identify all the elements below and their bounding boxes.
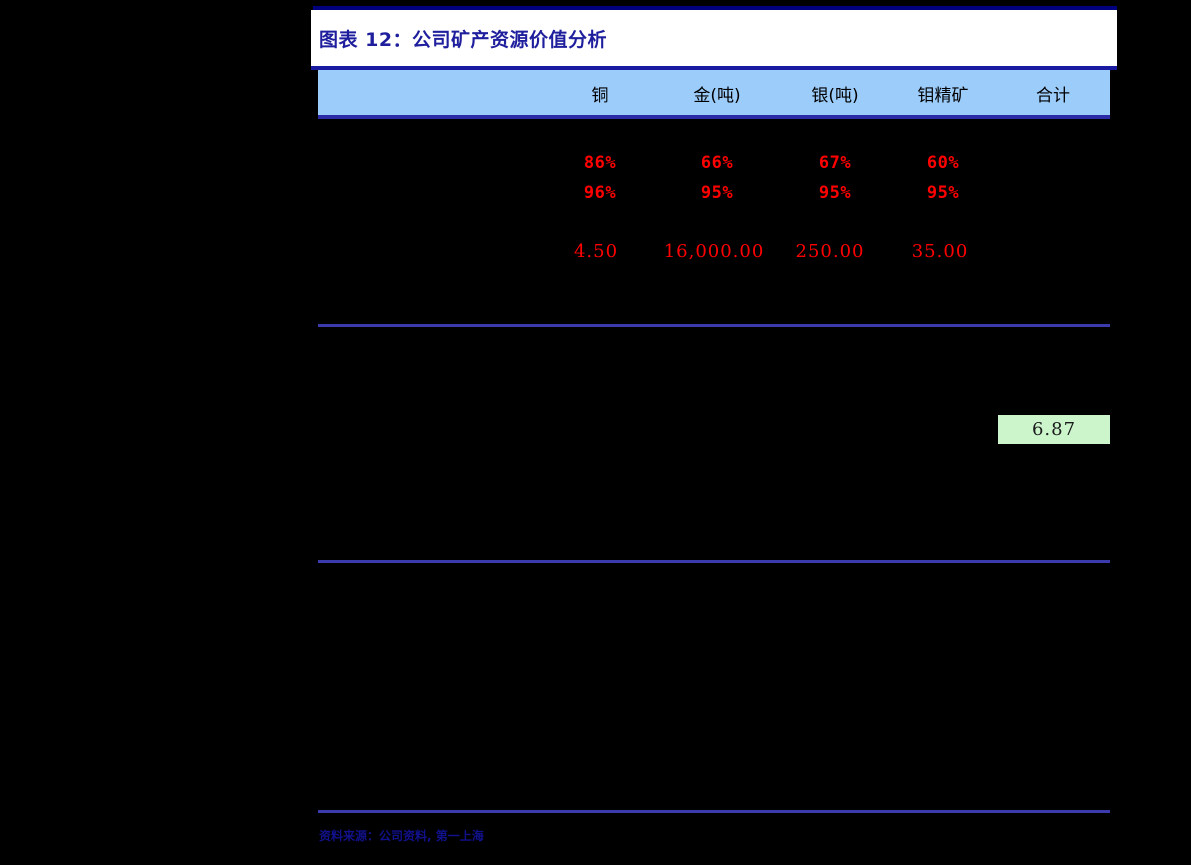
title-box: 图表 12：公司矿产资源价值分析: [311, 10, 1117, 66]
total-value-text: 6.87: [1031, 419, 1077, 440]
footer-rule: [318, 810, 1110, 813]
table-cell-r2-copper: 96%: [583, 183, 617, 203]
table-header-bottom-rule: [318, 115, 1110, 119]
table-cell-r2-silver: 95%: [818, 183, 852, 203]
exhibit-container: 图表 12：公司矿产资源价值分析 铜 金(吨) 银(吨) 钼精矿 合计 86% …: [311, 0, 1117, 865]
column-header-gold: 金(吨): [693, 86, 741, 106]
table-cell-r2-gold: 95%: [700, 183, 734, 203]
section-divider-upper: [318, 324, 1110, 327]
column-header-copper: 铜: [591, 86, 609, 106]
table-cell-r1-silver: 67%: [818, 153, 852, 173]
title-top-rule: [313, 6, 1117, 10]
table-header-band: [318, 70, 1110, 115]
table-cell-r2-molybdenum: 95%: [926, 183, 960, 203]
table-cell-r1-copper: 86%: [583, 153, 617, 173]
table-cell-r1-molybdenum: 60%: [926, 153, 960, 173]
table-cell-r3-molybdenum: 35.00: [911, 241, 969, 262]
column-header-molybdenum: 钼精矿: [917, 86, 969, 106]
column-header-total: 合计: [1036, 86, 1070, 106]
page-title: 图表 12：公司矿产资源价值分析: [319, 29, 608, 51]
total-value-highlight: 6.87: [998, 415, 1110, 444]
source-note: 资料来源：公司资料, 第一上海: [319, 829, 484, 843]
column-header-silver: 银(吨): [811, 86, 859, 106]
table-cell-r3-gold: 16,000.00: [663, 241, 765, 262]
table-cell-r3-copper: 4.50: [573, 241, 619, 262]
title-bottom-rule: [311, 66, 1117, 70]
table-cell-r3-silver: 250.00: [795, 241, 865, 262]
section-divider-lower: [318, 560, 1110, 563]
table-cell-r1-gold: 66%: [700, 153, 734, 173]
